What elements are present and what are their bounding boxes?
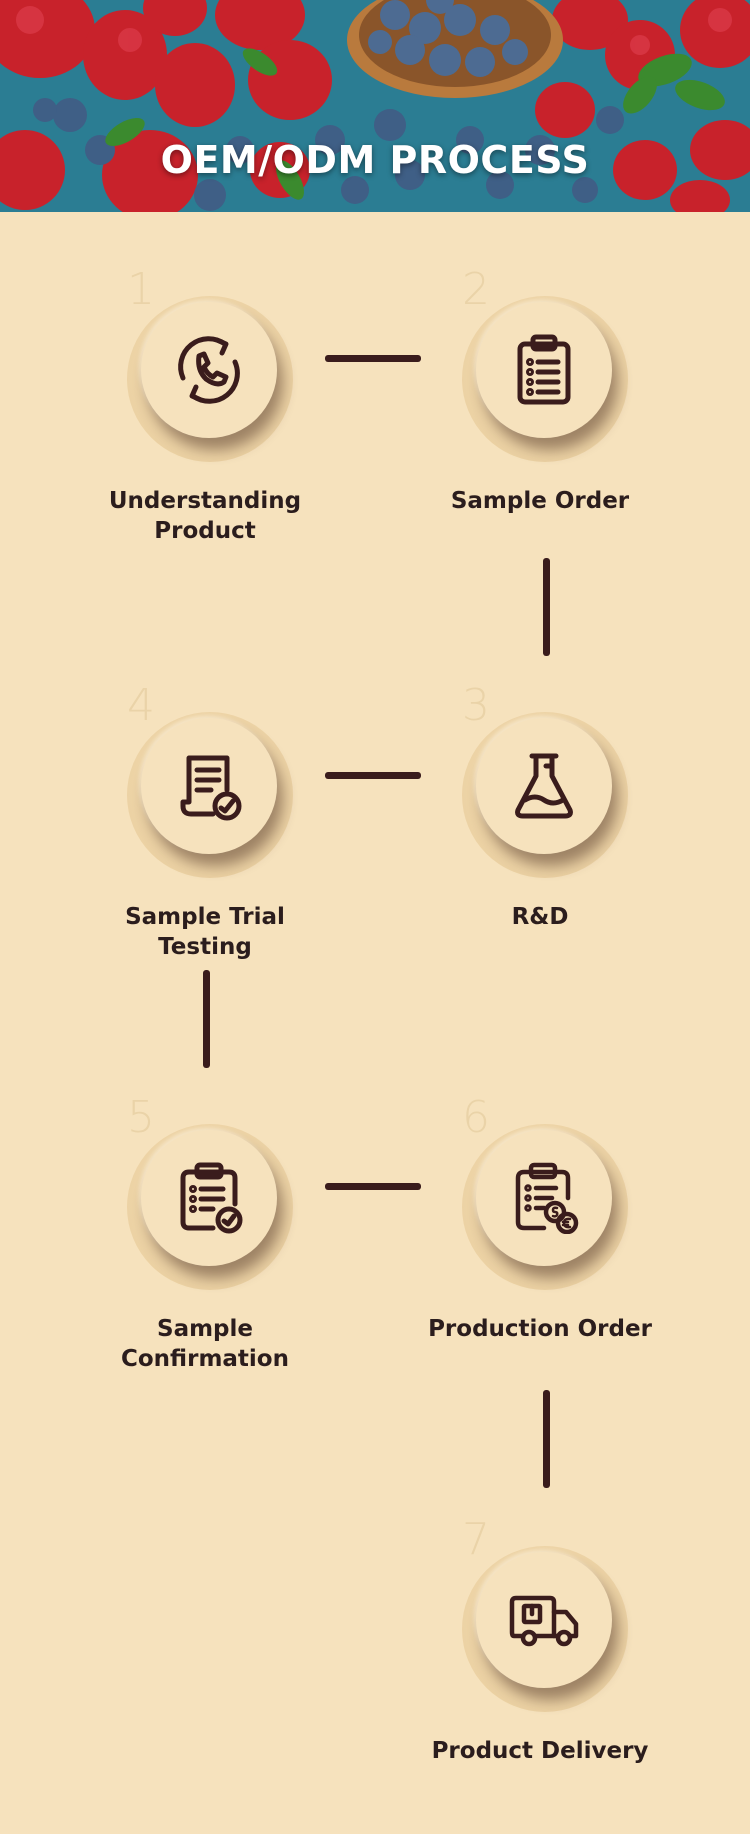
- step-number: 4: [127, 680, 155, 731]
- connector-3-4: [325, 772, 421, 779]
- step-5: 5 Sample Confirmation: [105, 1096, 305, 1372]
- step-1: 1 Understanding Product: [105, 268, 305, 545]
- step-circle: [476, 1552, 612, 1688]
- step-number: 1: [127, 264, 155, 315]
- delivery-truck-icon: [509, 1595, 579, 1647]
- step-7: 7 Product Delivery: [432, 1518, 649, 1765]
- page-title: OEM/ODM PROCESS: [160, 138, 590, 182]
- step-label: Sample Confirmation: [121, 1316, 289, 1372]
- clipboard-check-icon: [180, 1162, 243, 1234]
- step-label: Product Delivery: [431, 1738, 649, 1764]
- flask-icon: [515, 753, 573, 819]
- connector-4-5: [203, 970, 210, 1068]
- step-number: 5: [127, 1092, 155, 1143]
- hero-banner: OEM/ODM PROCESS: [0, 0, 750, 212]
- step-6: 6 Production Order: [428, 1096, 652, 1343]
- step-label: Understanding Product: [108, 488, 302, 544]
- connector-2-3: [543, 558, 550, 656]
- step-number: 6: [462, 1092, 490, 1143]
- berries-background-image: [0, 0, 750, 212]
- clipboard-money-icon: [515, 1162, 579, 1234]
- step-3: 3 R&D: [440, 684, 640, 930]
- step-2: 2 Sample Order: [440, 268, 640, 515]
- connector-1-2: [325, 355, 421, 362]
- step-number: 2: [462, 264, 490, 315]
- step-circle: [476, 718, 612, 854]
- step-circle: [141, 718, 277, 854]
- step-number: 7: [462, 1514, 490, 1565]
- step-label: R&D: [511, 904, 569, 930]
- clipboard-list-icon: [517, 334, 571, 405]
- step-4: 4 Sample Trial Testing: [105, 684, 305, 960]
- step-circle: [141, 302, 277, 438]
- connector-6-7: [543, 1390, 550, 1488]
- document-check-icon: [180, 755, 242, 821]
- step-label: Sample Trial Testing: [125, 904, 285, 960]
- step-number: 3: [462, 680, 490, 731]
- phone-refresh-icon: [178, 336, 240, 404]
- connector-5-6: [325, 1183, 421, 1190]
- step-label: Production Order: [428, 1316, 652, 1342]
- step-label: Sample Order: [450, 488, 630, 514]
